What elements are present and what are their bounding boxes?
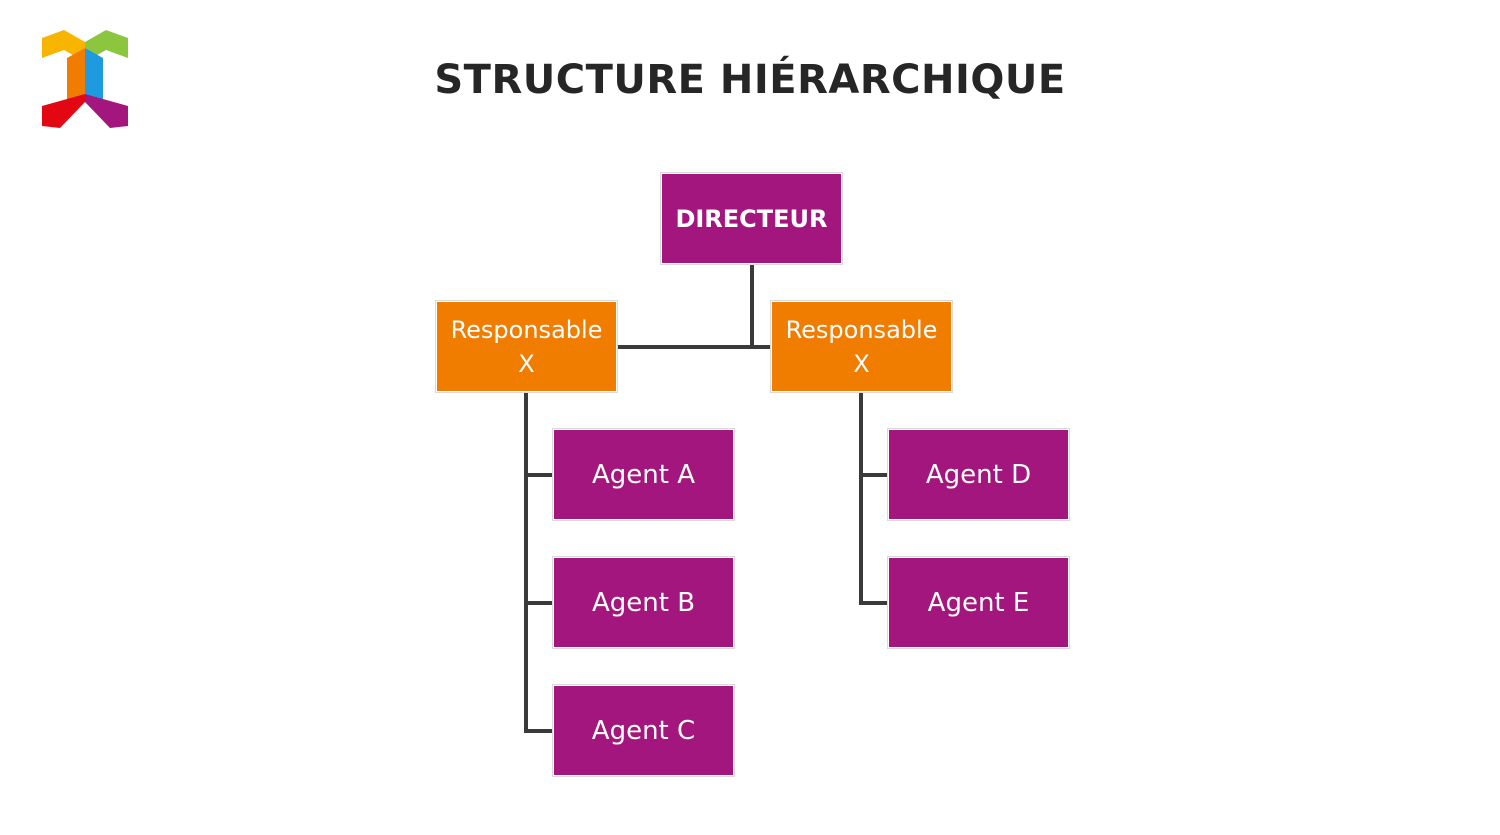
agent-box-b: Agent B — [552, 556, 735, 649]
agent-label: Agent C — [591, 715, 696, 746]
agent-box-d: Agent D — [887, 428, 1070, 521]
director-box: DIRECTEUR — [660, 172, 843, 265]
agent-label: Agent A — [591, 459, 695, 490]
manager-box-left: Responsable X — [435, 300, 618, 393]
page-title: STRUCTURE HIÉRARCHIQUE — [434, 57, 1066, 103]
colorful-x-logo — [42, 30, 128, 128]
logo-purple-segment — [85, 94, 128, 128]
agent-box-c: Agent C — [552, 684, 735, 777]
agent-box-e: Agent E — [887, 556, 1070, 649]
agent-box-a: Agent A — [552, 428, 735, 521]
manager-label: Responsable X — [450, 315, 603, 378]
agent-label: Agent D — [925, 459, 1032, 490]
agent-label: Agent B — [591, 587, 696, 618]
logo-orange-segment — [67, 48, 85, 104]
manager-label: Responsable X — [785, 315, 938, 378]
agent-label: Agent E — [927, 587, 1030, 618]
logo-red-segment — [42, 94, 85, 128]
director-label: DIRECTEUR — [675, 204, 828, 233]
manager-box-right: Responsable X — [770, 300, 953, 393]
logo-blue-segment — [85, 48, 103, 104]
